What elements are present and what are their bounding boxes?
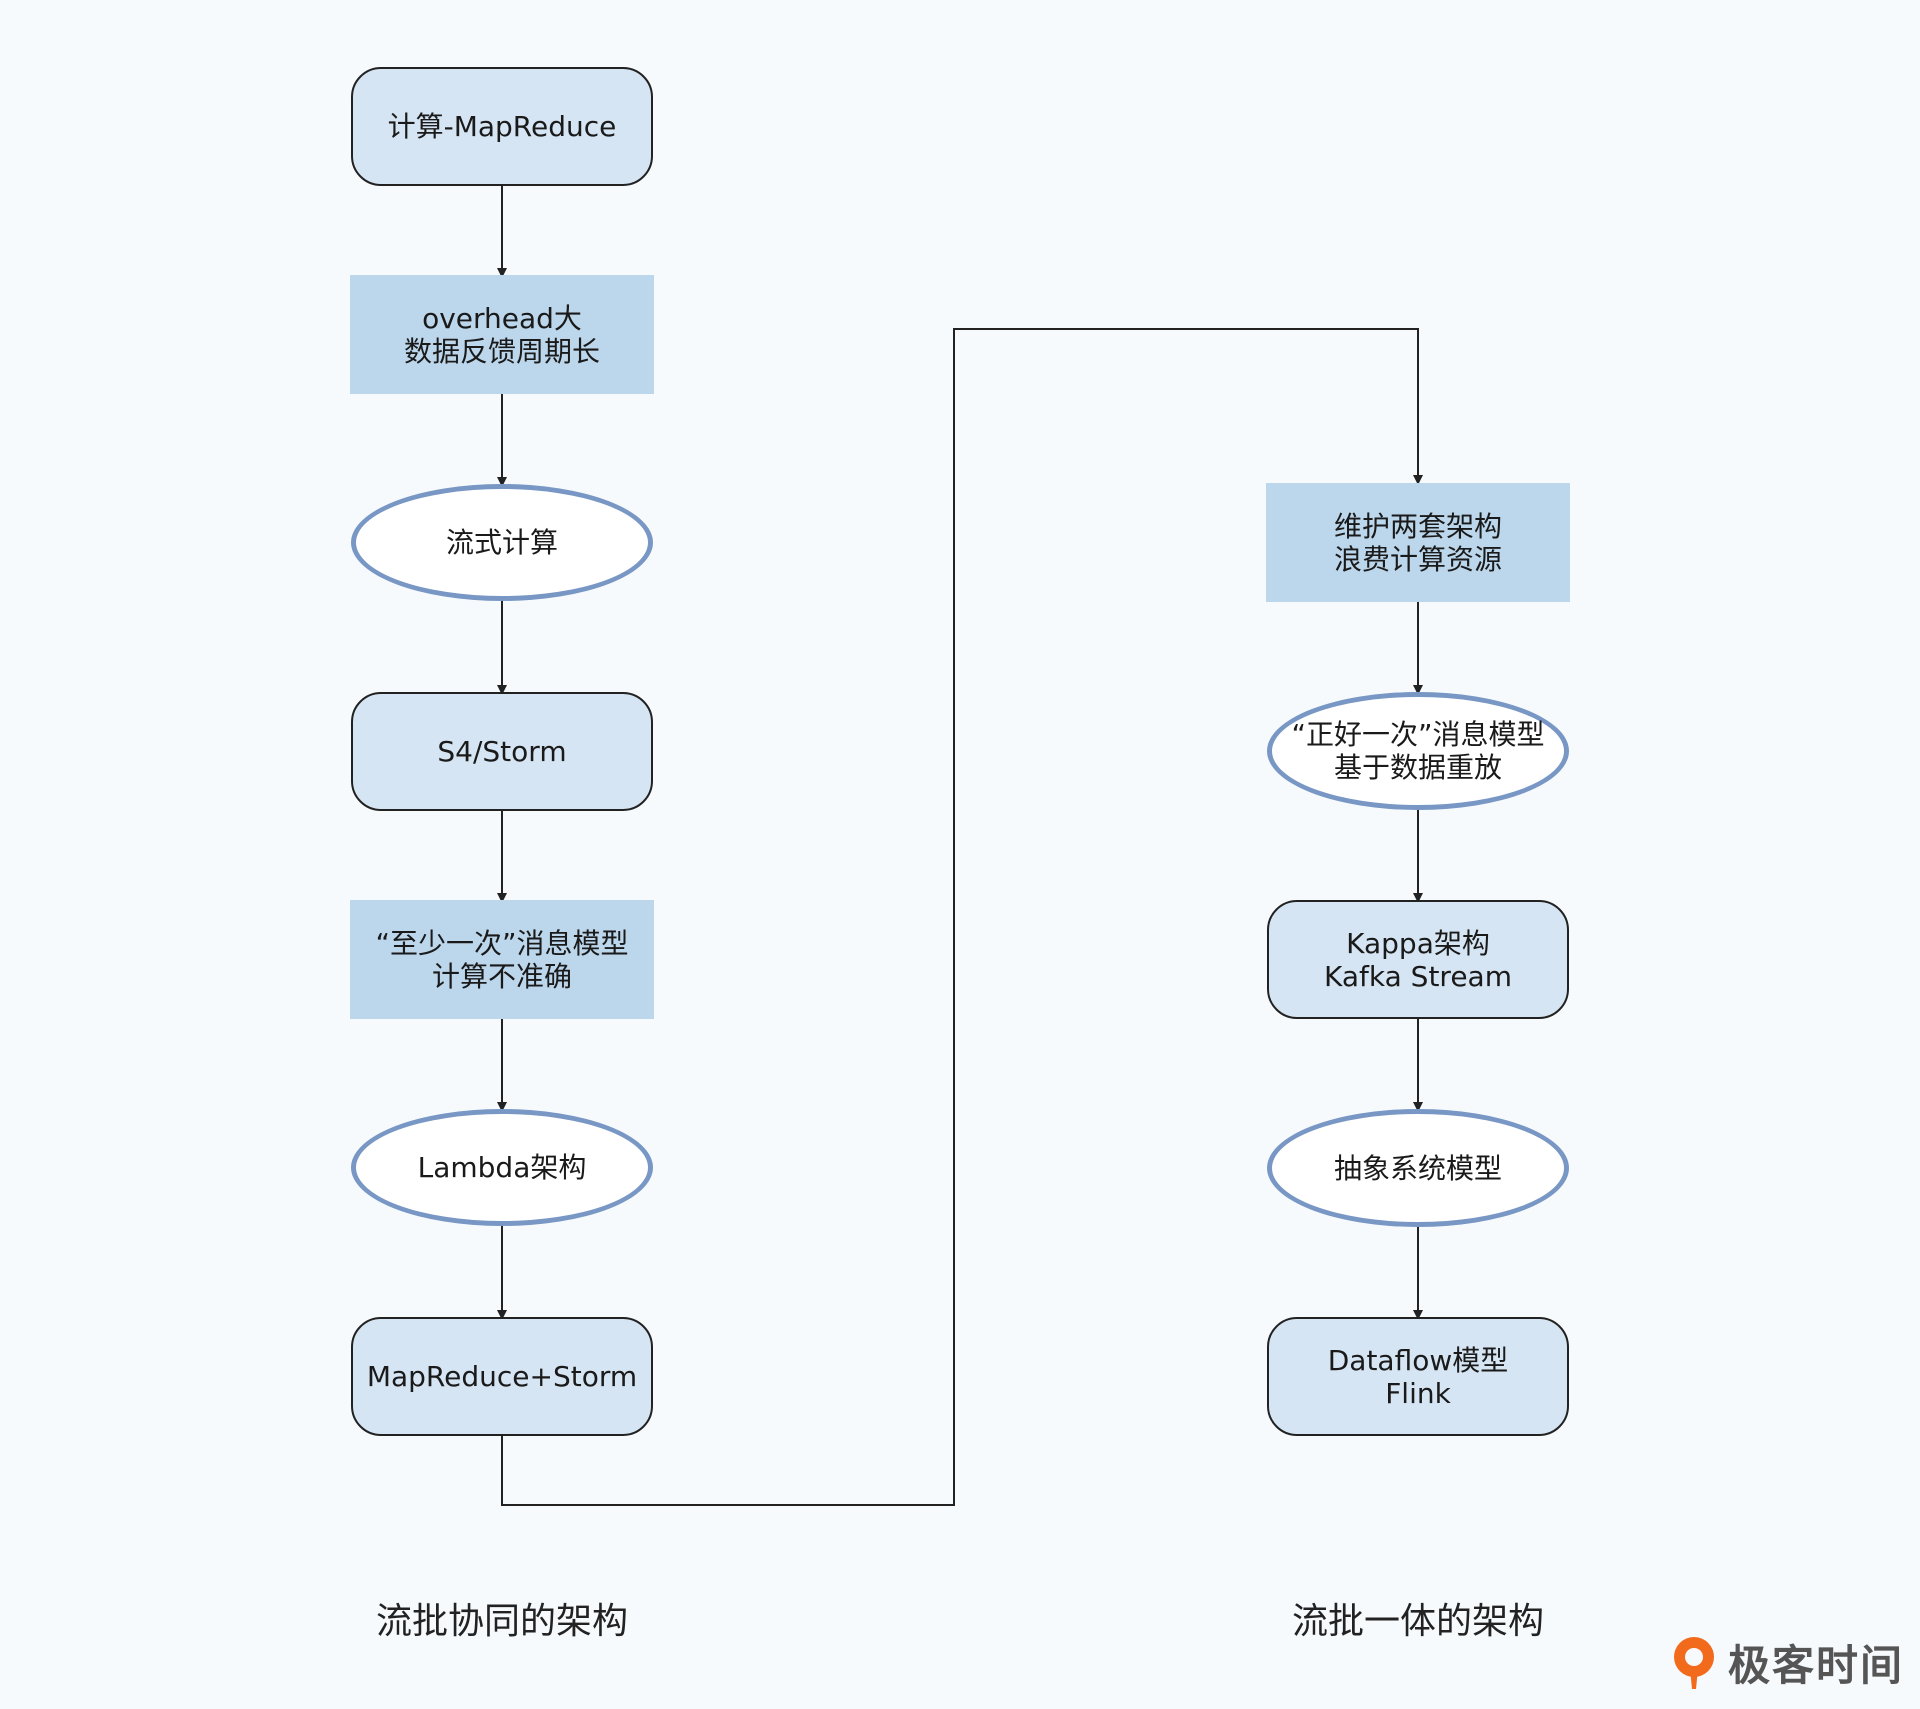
node-label: S4/Storm [437, 735, 567, 768]
node-label: Kappa架构 [1346, 926, 1490, 960]
node-label: 流式计算 [445, 526, 558, 559]
geektime-logo-icon [1674, 1636, 1714, 1689]
node-label: Lambda架构 [417, 1151, 587, 1184]
logo-text: 极客时间 [1728, 1641, 1905, 1690]
node-label: Dataflow模型 [1327, 1343, 1509, 1377]
caption-left: 流批协同的架构 [375, 1601, 628, 1642]
node-dataflow-flink: Dataflow模型 Flink [1267, 1317, 1569, 1436]
node-label: 基于数据重放 [1333, 751, 1502, 784]
node-exactly-once: “正好一次”消息模型 基于数据重放 [1267, 692, 1569, 810]
node-at-least-once: “至少一次”消息模型 计算不准确 [350, 900, 654, 1019]
node-lambda: Lambda架构 [351, 1109, 653, 1226]
node-mapreduce-storm: MapReduce+Storm [351, 1317, 653, 1436]
node-label: Flink [1385, 1376, 1451, 1410]
node-label: 计算-MapReduce [387, 110, 617, 143]
node-label: overhead大 [422, 301, 582, 335]
bridge-connector [501, 328, 1423, 1506]
node-stream-compute: 流式计算 [351, 484, 653, 601]
node-label: Kafka Stream [1324, 959, 1512, 993]
node-abstract-model: 抽象系统模型 [1267, 1109, 1569, 1227]
node-two-architectures: 维护两套架构 浪费计算资源 [1266, 483, 1570, 602]
node-kappa: Kappa架构 Kafka Stream [1267, 900, 1569, 1019]
node-label: MapReduce+Storm [366, 1360, 638, 1393]
node-label: “正好一次”消息模型 [1291, 718, 1545, 751]
node-label: 维护两套架构 [1333, 509, 1502, 543]
caption-right: 流批一体的架构 [1291, 1601, 1544, 1642]
node-mapreduce: 计算-MapReduce [351, 67, 653, 186]
node-overhead: overhead大 数据反馈周期长 [350, 275, 654, 394]
node-s4-storm: S4/Storm [351, 692, 653, 811]
geektime-logo: 极客时间 [1670, 1632, 1904, 1693]
node-label: 抽象系统模型 [1333, 1151, 1502, 1185]
node-label: 浪费计算资源 [1333, 542, 1502, 576]
node-label: “至少一次”消息模型 [375, 926, 629, 960]
node-label: 计算不准确 [431, 959, 572, 993]
node-label: 数据反馈周期长 [403, 334, 600, 368]
